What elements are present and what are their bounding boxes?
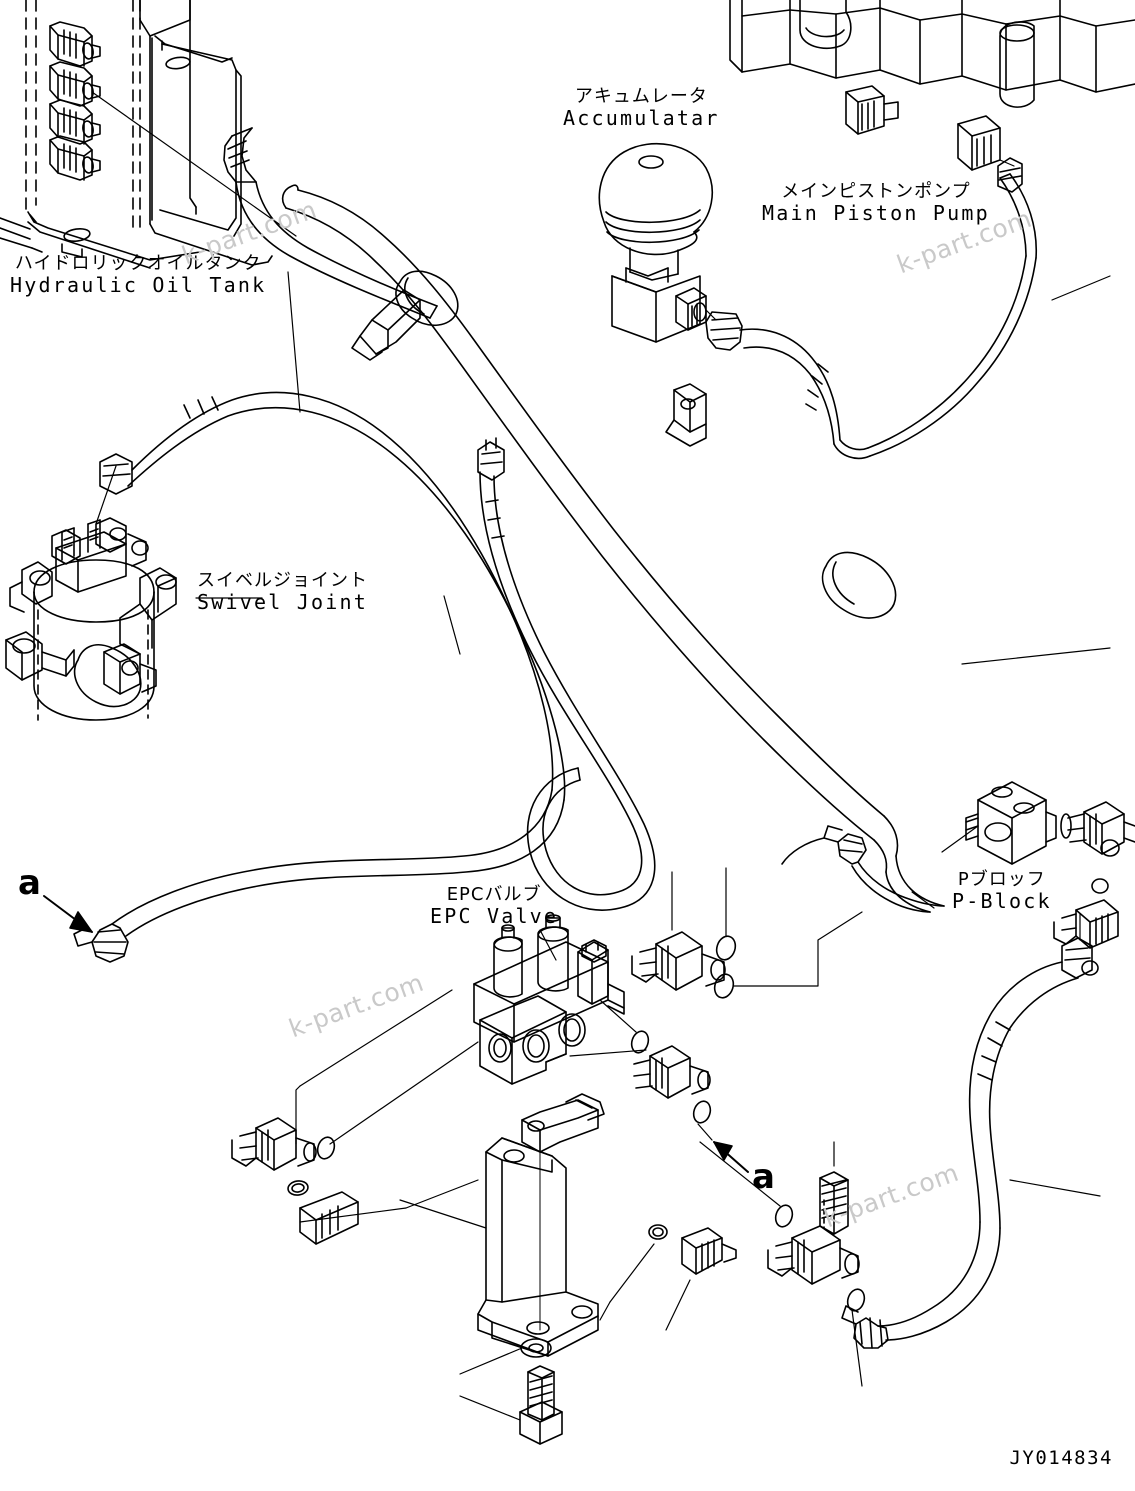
swivel-port-front (73, 643, 157, 708)
epc-valve-body (473, 914, 625, 1085)
epc-fitting-right-upper (631, 867, 863, 999)
accumulator-port-fitting (675, 287, 707, 331)
pump-outlet-fitting (957, 115, 1001, 171)
section-a-left-arrow (43, 895, 93, 933)
hydraulic-oil-tank-body (0, 0, 297, 269)
hose-epc-center (477, 437, 656, 911)
mounting-bracket (399, 1093, 605, 1357)
tube-clamp-3 (821, 551, 897, 619)
tank-port-fitting-3 (49, 99, 101, 145)
hose-swivel-left (73, 391, 566, 963)
tube-clamp-1 (351, 289, 421, 361)
tank-port-fitting-2 (49, 61, 101, 107)
protective-sleeve (819, 1141, 849, 1235)
tank-port-fitting-1 (49, 21, 101, 67)
tube-clamp-2 (395, 270, 459, 326)
swivel-port-right (119, 567, 177, 655)
hose-right-tube-down (781, 825, 945, 913)
hose-pump-to-accumulator (705, 157, 1111, 460)
hose-right-lower (841, 913, 1101, 1349)
bracket-plug (599, 1224, 737, 1331)
epc-fitting-left (231, 989, 479, 1171)
swivel-port-left-upper (9, 561, 53, 613)
pump-port-fitting (845, 85, 899, 135)
tank-port-fitting-4 (49, 135, 101, 181)
swivel-port-left-lower (5, 631, 75, 681)
bracket-bolt (459, 1365, 563, 1445)
accumulator-body (598, 142, 717, 343)
p-block-elbow-fitting (1067, 801, 1135, 857)
main-tube (281, 184, 899, 873)
swivel-joint-body (5, 465, 177, 721)
p-block-body (941, 781, 1072, 865)
main-piston-pump-body (729, 0, 1135, 171)
drawing-number: JY014834 (1009, 1447, 1113, 1469)
leader-lines (195, 271, 1111, 961)
p-block-adapter (1053, 878, 1119, 976)
lower-right-tee-fitting (699, 1141, 866, 1387)
epc-sleeve-left (287, 1179, 479, 1245)
bracket-washer (459, 1338, 552, 1375)
tube-bracket-tab (665, 383, 707, 447)
epc-fitting-right-lower (569, 999, 749, 1173)
hose-tank-to-tube (223, 127, 438, 319)
